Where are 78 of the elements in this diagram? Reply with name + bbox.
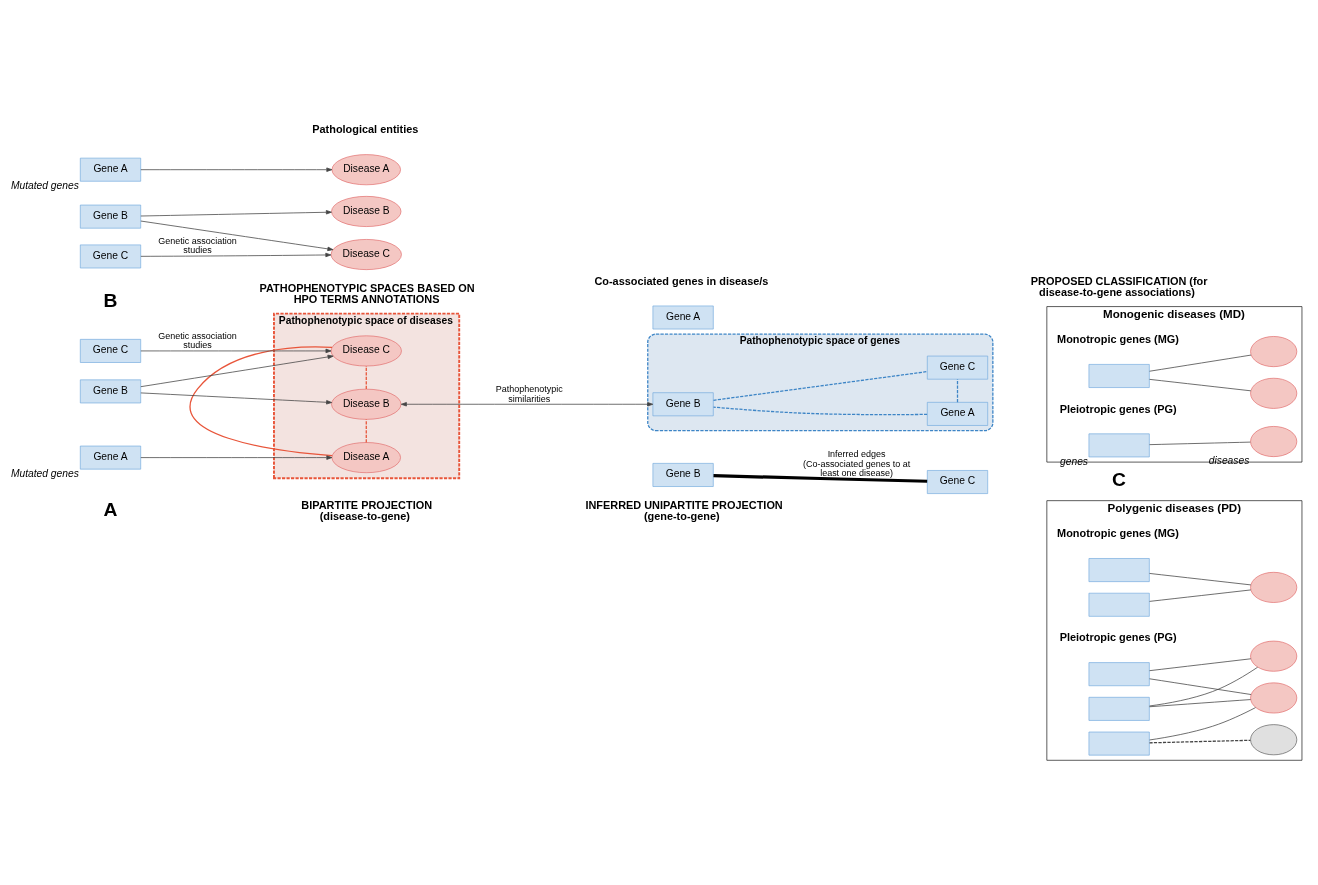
connector xyxy=(1148,739,1252,744)
arrow xyxy=(140,392,333,405)
label: B xyxy=(103,289,118,311)
connector xyxy=(713,474,928,483)
node-box: Gene A xyxy=(652,305,714,330)
node-box xyxy=(1088,731,1150,756)
label: PATHOPHENOTYPIC SPACES BASED ON HPO TERMS ANNOTATIONS xyxy=(259,282,475,306)
node-box: Gene B xyxy=(652,392,714,417)
label: BIPARTITE PROJECTION (disease-to-gene) xyxy=(301,498,433,522)
connector xyxy=(1149,573,1252,586)
edge-label: Pathophenotypic similarities xyxy=(495,384,563,404)
node-circle xyxy=(1250,377,1298,409)
arrow xyxy=(400,402,654,407)
label: A xyxy=(103,498,118,520)
node-circle xyxy=(1250,682,1298,714)
node-box xyxy=(1088,662,1150,687)
connector xyxy=(712,406,928,416)
node-box: Gene B xyxy=(80,204,142,229)
connector xyxy=(1149,658,1252,672)
connector xyxy=(1149,354,1252,372)
arrow xyxy=(140,167,333,172)
connector xyxy=(1149,707,1256,741)
node-box: Gene B xyxy=(652,463,714,487)
node-circle xyxy=(1250,336,1298,367)
node-box: Gene A xyxy=(80,157,142,182)
connector xyxy=(365,365,367,390)
node-box: Gene B xyxy=(80,379,142,404)
label: Pleiotropic genes (PG) xyxy=(1059,631,1177,644)
arrow xyxy=(140,220,334,252)
label: C xyxy=(1112,469,1126,491)
connector xyxy=(712,370,928,401)
connector xyxy=(1149,589,1252,602)
arrow xyxy=(140,252,332,258)
node-ellipse: Disease B xyxy=(331,388,402,420)
connector xyxy=(956,378,959,403)
node-box: Gene C xyxy=(80,244,142,269)
connector xyxy=(1149,666,1259,707)
node-box: Gene A xyxy=(926,402,989,426)
label: Co-associated genes in disease/s xyxy=(594,274,769,287)
label: PROPOSED CLASSIFICATION (for disease-to-gene associations) xyxy=(1030,275,1208,299)
connector xyxy=(365,418,367,444)
connector xyxy=(1149,378,1252,392)
node-label: Mutated genes xyxy=(10,179,79,191)
node-circle xyxy=(1250,572,1298,603)
node-box: Gene C xyxy=(80,339,142,363)
node-box: Gene C xyxy=(926,355,989,380)
node-box xyxy=(1088,364,1150,388)
label: Pleiotropic genes (PG) xyxy=(1059,402,1177,415)
connector xyxy=(1149,699,1251,708)
node-box xyxy=(1088,592,1150,617)
edge-label: Genetic association studies xyxy=(158,235,237,256)
label: INFERRED UNIPARTITE PROJECTION (gene-to-gene) xyxy=(585,498,783,522)
node-ellipse: Disease C xyxy=(330,239,402,270)
node-box: Gene A xyxy=(80,445,142,470)
edge-label: Genetic association studies xyxy=(158,330,237,351)
node-ellipse: Disease B xyxy=(331,196,402,227)
node-box: Gene C xyxy=(926,470,989,494)
label: Monotropic genes (MG) xyxy=(1057,527,1179,540)
node-ellipse: Disease A xyxy=(331,442,401,473)
node-circle xyxy=(1250,426,1298,457)
node-ellipse: Disease C xyxy=(330,335,402,367)
node-circle xyxy=(1250,640,1298,672)
node-ellipse: Disease A xyxy=(331,154,401,186)
arrow xyxy=(140,210,332,217)
node-box xyxy=(1088,433,1150,458)
node-box xyxy=(1088,558,1150,582)
node-circle xyxy=(1250,724,1298,756)
label: Monotropic genes (MG) xyxy=(1057,333,1179,346)
edge-label: Inferred edges (Co-associated genes to at least one disease) xyxy=(802,449,911,479)
label: Pathological entities xyxy=(312,123,419,136)
node-label: Mutated genes xyxy=(10,467,79,479)
connector xyxy=(189,346,333,457)
arrow xyxy=(140,348,332,354)
connector xyxy=(1149,678,1252,695)
arrow xyxy=(140,455,333,460)
node-box xyxy=(1088,697,1150,721)
connector xyxy=(1149,441,1251,446)
arrow xyxy=(140,354,334,388)
